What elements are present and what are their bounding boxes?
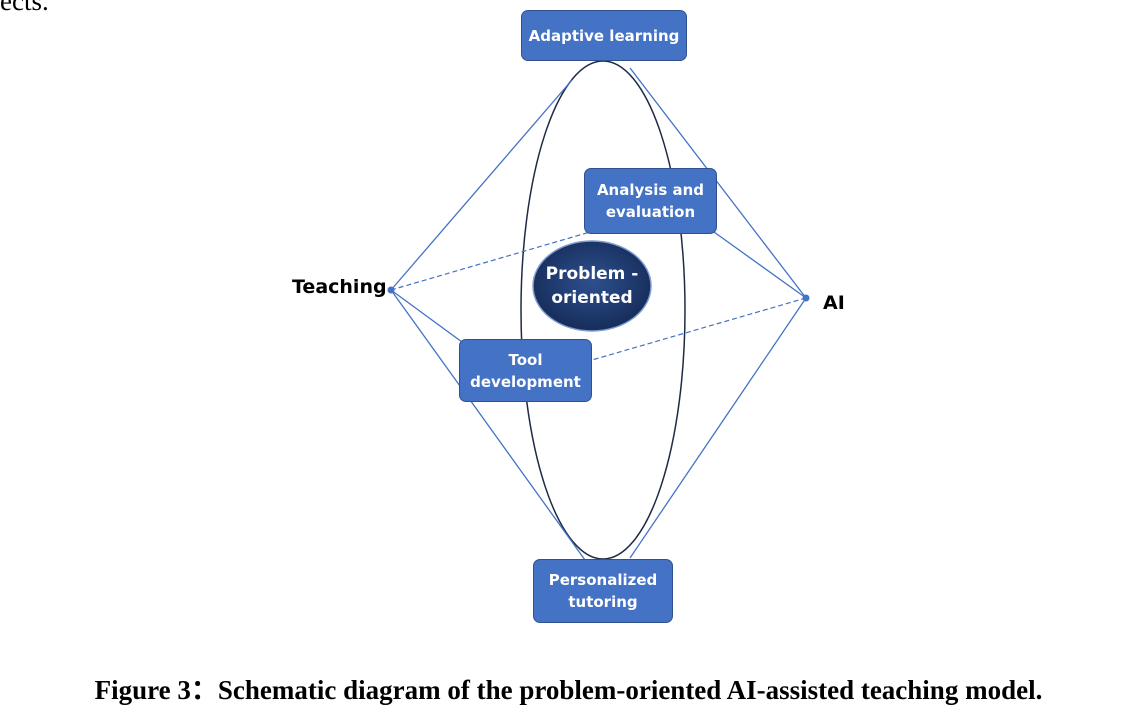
preceding-text-fragment: ects. <box>0 0 49 16</box>
teaching-to-tutoring-line <box>390 289 586 561</box>
analysis-evaluation-box: Analysis and evaluation <box>584 168 717 234</box>
problem-oriented-ellipse <box>532 240 652 332</box>
teaching-to-tool-line <box>390 289 463 343</box>
ai-dot <box>802 294 810 302</box>
problem-oriented-line-1: Problem - <box>545 264 639 284</box>
ai-to-tutoring-line <box>629 297 807 559</box>
teaching-to-analysis-dashed <box>390 231 591 291</box>
teaching-label: Teaching <box>292 276 387 298</box>
teaching-to-adaptive-line <box>390 79 573 291</box>
tool-development-box: Tool development <box>459 339 592 402</box>
analysis-evaluation-line-2: evaluation <box>605 203 696 221</box>
adaptive-learning-label: Adaptive learning <box>528 26 680 45</box>
tool-development-line-2: development <box>470 372 581 391</box>
personalized-tutoring-line-2: tutoring <box>568 593 638 611</box>
ai-label: AI <box>823 292 845 314</box>
problem-oriented-line-2: oriented <box>551 288 633 308</box>
problem-oriented-label: Problem - oriented <box>533 241 651 331</box>
personalized-tutoring-box: Personalized tutoring <box>533 559 673 623</box>
personalized-tutoring-line-1: Personalized <box>548 571 658 589</box>
adaptive-learning-box: Adaptive learning <box>521 10 687 61</box>
tool-development-line-1: Tool <box>508 350 543 369</box>
ai-to-tool-dashed <box>591 297 807 361</box>
analysis-evaluation-line-1: Analysis and <box>596 181 705 199</box>
figure-caption: Figure 3：Schematic diagram of the proble… <box>94 675 1043 705</box>
ai-to-adaptive-line <box>629 67 807 299</box>
ai-to-analysis-line <box>713 231 807 299</box>
teaching-dot <box>387 286 395 294</box>
